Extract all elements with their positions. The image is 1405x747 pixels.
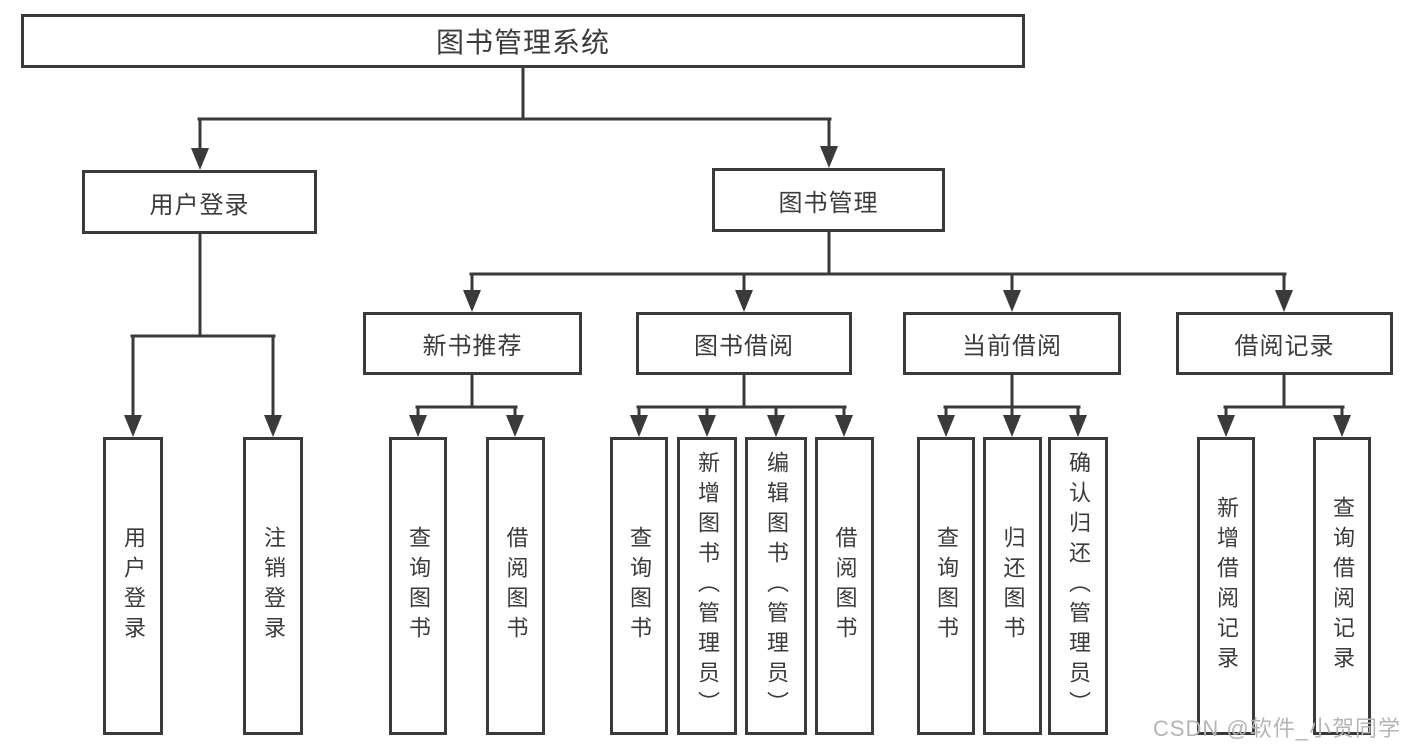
leaf-borrow-books-1-label: 借阅图书 [503, 526, 529, 646]
node-current-borrowing-label: 当前借阅 [962, 333, 1062, 360]
leaf-user-login: 用户登录 [103, 437, 163, 735]
leaf-user-login-label: 用户登录 [121, 526, 146, 646]
leaf-query-books-1-label: 查询图书 [406, 526, 431, 646]
leaf-borrow-books-2-label: 借阅图书 [832, 526, 858, 646]
node-current-borrowing: 当前借阅 [903, 312, 1121, 375]
node-borrowing-records-label: 借阅记录 [1234, 333, 1335, 360]
watermark: CSDN @软件_小贺同学 [1152, 716, 1401, 741]
node-book-borrowing-label: 图书借阅 [694, 333, 794, 360]
leaf-logout: 注销登录 [243, 437, 303, 735]
node-book-management: 图书管理 [712, 168, 945, 232]
leaf-confirm-return-admin-label: 确认归还（管理员） [1066, 451, 1091, 721]
node-new-book-recommend-label: 新书推荐 [422, 333, 523, 360]
leaf-query-books-1: 查询图书 [389, 437, 447, 735]
node-user-login-label: 用户登录 [149, 191, 250, 219]
leaf-query-borrow-record: 查询借阅记录 [1313, 437, 1371, 735]
leaf-query-books-3-label: 查询图书 [934, 526, 959, 646]
node-borrowing-records: 借阅记录 [1176, 312, 1393, 375]
node-book-management-label: 图书管理 [778, 189, 879, 217]
leaf-logout-label: 注销登录 [261, 526, 286, 646]
leaf-add-books-admin-label: 新增图书（管理员） [695, 451, 720, 721]
leaf-confirm-return-admin: 确认归还（管理员） [1048, 437, 1108, 735]
leaf-edit-books-admin: 编辑图书（管理员） [745, 437, 807, 735]
leaf-add-borrow-record-label: 新增借阅记录 [1214, 496, 1239, 676]
leaf-borrow-books-1: 借阅图书 [486, 437, 545, 735]
node-root-label: 图书管理系统 [435, 27, 610, 58]
leaf-borrow-books-2: 借阅图书 [815, 437, 874, 735]
leaf-add-borrow-record: 新增借阅记录 [1197, 437, 1255, 735]
leaf-edit-books-admin-label: 编辑图书（管理员） [764, 451, 789, 721]
node-root: 图书管理系统 [21, 14, 1025, 68]
leaf-query-books-3: 查询图书 [917, 437, 975, 735]
leaf-return-books: 归还图书 [983, 437, 1042, 735]
leaf-query-borrow-record-label: 查询借阅记录 [1330, 496, 1355, 676]
leaf-return-books-label: 归还图书 [1000, 526, 1026, 646]
leaf-add-books-admin: 新增图书（管理员） [677, 437, 737, 735]
leaf-query-books-2: 查询图书 [610, 437, 668, 735]
node-book-borrowing: 图书借阅 [636, 312, 852, 375]
node-new-book-recommend: 新书推荐 [363, 312, 582, 375]
leaf-query-books-2-label: 查询图书 [627, 526, 652, 646]
node-user-login: 用户登录 [82, 170, 317, 234]
